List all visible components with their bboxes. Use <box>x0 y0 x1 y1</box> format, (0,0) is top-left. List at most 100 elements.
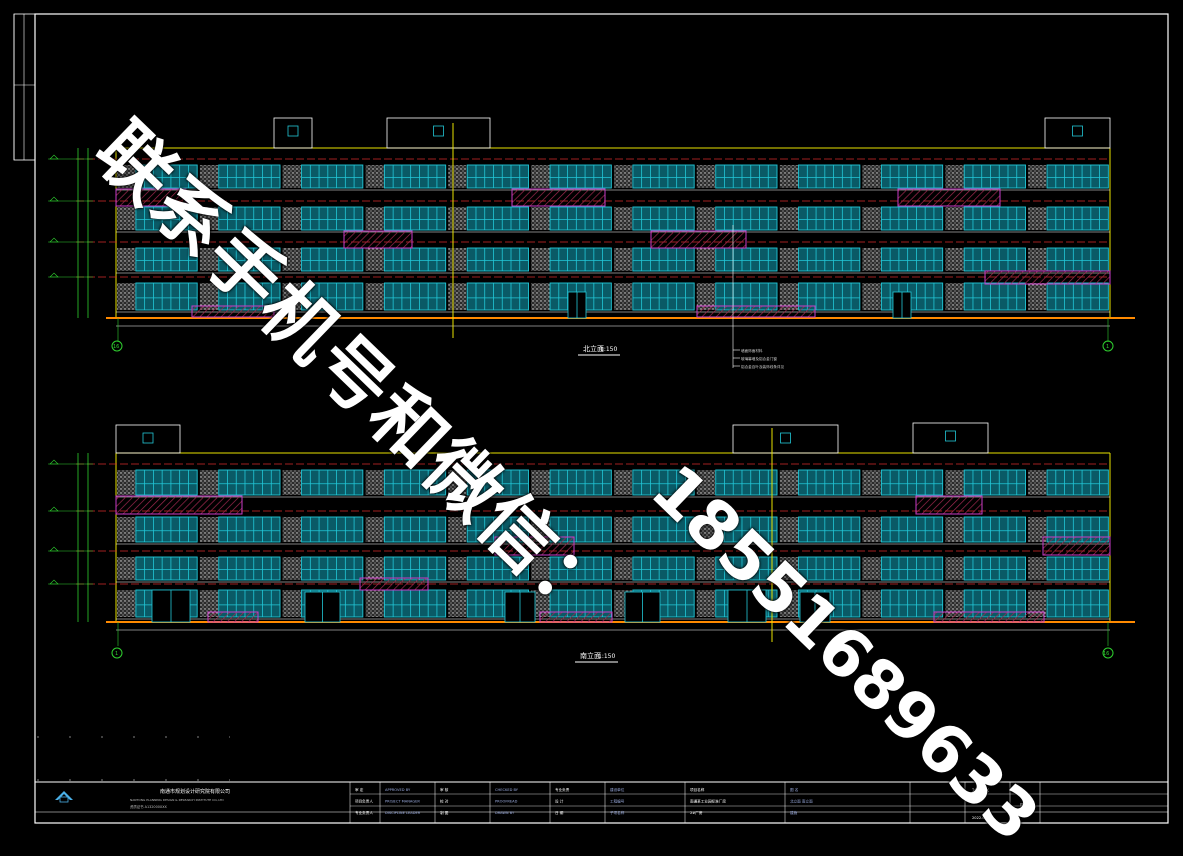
window-band <box>632 282 695 311</box>
stone-pier <box>199 283 219 310</box>
stone-pier <box>448 557 467 580</box>
drawing-border <box>34 13 1169 824</box>
north-elevation <box>48 117 1135 342</box>
note-text: 墙面饰面材料 <box>741 348 763 353</box>
title-block-cell: 项目负责人 <box>355 799 373 804</box>
stone-pier <box>779 590 798 617</box>
stone-pier <box>282 590 301 617</box>
window-band <box>135 164 198 189</box>
stone-pier <box>531 283 550 310</box>
stone-pier <box>282 248 301 271</box>
south-elevation <box>48 422 1135 646</box>
window-band <box>466 282 529 311</box>
stone-pier <box>614 517 633 542</box>
stone-pier <box>282 283 301 310</box>
level-mark-icon <box>49 237 59 243</box>
axis-label: 16 <box>1103 651 1109 657</box>
title-block-cell: 2#厂房 <box>690 810 703 815</box>
stone-pier <box>696 248 716 271</box>
company-name: 南通市规划设计研究院有限公司 <box>160 788 230 795</box>
stone-pier <box>862 165 881 188</box>
window-band <box>383 282 447 311</box>
axis-bubble <box>111 647 123 659</box>
signature-area <box>37 736 230 781</box>
stone-pier <box>448 590 467 617</box>
stone-pier <box>531 470 550 495</box>
level-mark-icon <box>49 546 59 552</box>
stone-pier <box>117 207 136 230</box>
window-band <box>301 516 364 543</box>
window-band <box>135 556 198 581</box>
stone-pier <box>614 283 633 310</box>
window-band <box>383 206 447 231</box>
stone-pier <box>1028 590 1047 617</box>
window-band <box>549 247 612 272</box>
roof-window <box>287 125 299 137</box>
title-block-cell: DRAWN BY <box>495 811 515 815</box>
stone-pier <box>945 207 964 230</box>
stone-pier <box>365 248 384 271</box>
window-band <box>301 282 364 311</box>
level-mark-icon <box>49 579 59 585</box>
company-logo-icon <box>55 791 73 803</box>
feature-panel <box>650 230 747 249</box>
stone-pier <box>117 248 136 271</box>
level-mark-icon <box>49 459 59 465</box>
window-band <box>1046 589 1109 618</box>
north-elevation-title: 北立面 <box>583 344 604 353</box>
stone-pier <box>862 207 881 230</box>
stone-pier <box>365 283 384 310</box>
stone-pier <box>1028 517 1047 542</box>
stone-pier <box>365 165 384 188</box>
stone-pier <box>696 165 716 188</box>
window-band <box>632 556 695 581</box>
title-block-cell: 建设单位 <box>610 787 625 792</box>
stone-pier <box>1028 248 1047 271</box>
stone-pier <box>779 557 798 580</box>
stone-pier <box>117 590 136 617</box>
window-band <box>383 589 447 618</box>
window-band <box>880 516 944 543</box>
axis-label: 1 <box>115 651 118 657</box>
window-band <box>549 469 612 496</box>
window-band <box>549 206 612 231</box>
window-band <box>963 282 1026 311</box>
window-band <box>880 282 944 311</box>
window-band <box>963 469 1026 496</box>
window-band <box>715 164 778 189</box>
stone-pier <box>531 165 550 188</box>
window-band <box>135 282 198 311</box>
feature-panel <box>696 305 816 318</box>
title-block-cell: 子项名称 <box>610 810 625 815</box>
material-notes: 墙面饰面材料 玻璃幕墙及铝合金门窗 铝合金百叶及装饰线条详见 <box>732 225 785 369</box>
binding-strip-box <box>13 13 36 161</box>
window-band <box>963 206 1026 231</box>
title-block-cell: PROJECT MANAGER <box>385 800 420 804</box>
axis-bubble <box>1102 647 1114 659</box>
stone-pier <box>365 207 384 230</box>
stone-pier <box>282 557 301 580</box>
window-band <box>798 556 861 581</box>
window-band <box>880 589 944 618</box>
stone-pier <box>614 470 633 495</box>
stone-pier <box>1028 207 1047 230</box>
window-band <box>632 516 695 543</box>
stone-pier <box>862 283 881 310</box>
window-band <box>549 164 612 189</box>
window-band <box>218 206 281 231</box>
window-band <box>798 516 861 543</box>
window-band <box>632 469 695 496</box>
stone-pier <box>696 557 716 580</box>
roof-structure <box>273 117 313 149</box>
title-block-cell: 校 对 <box>440 799 449 804</box>
level-mark-icon <box>49 506 59 512</box>
feature-panel <box>1042 536 1111 556</box>
sheet-number: 2022-2X <box>972 788 989 793</box>
feature-panel <box>915 495 983 515</box>
stone-pier <box>862 517 881 542</box>
stone-pier <box>614 557 633 580</box>
stone-pier <box>448 248 467 271</box>
stone-pier <box>1028 557 1047 580</box>
title-block-cell: 审 定 <box>355 787 364 792</box>
window-band <box>798 164 861 189</box>
